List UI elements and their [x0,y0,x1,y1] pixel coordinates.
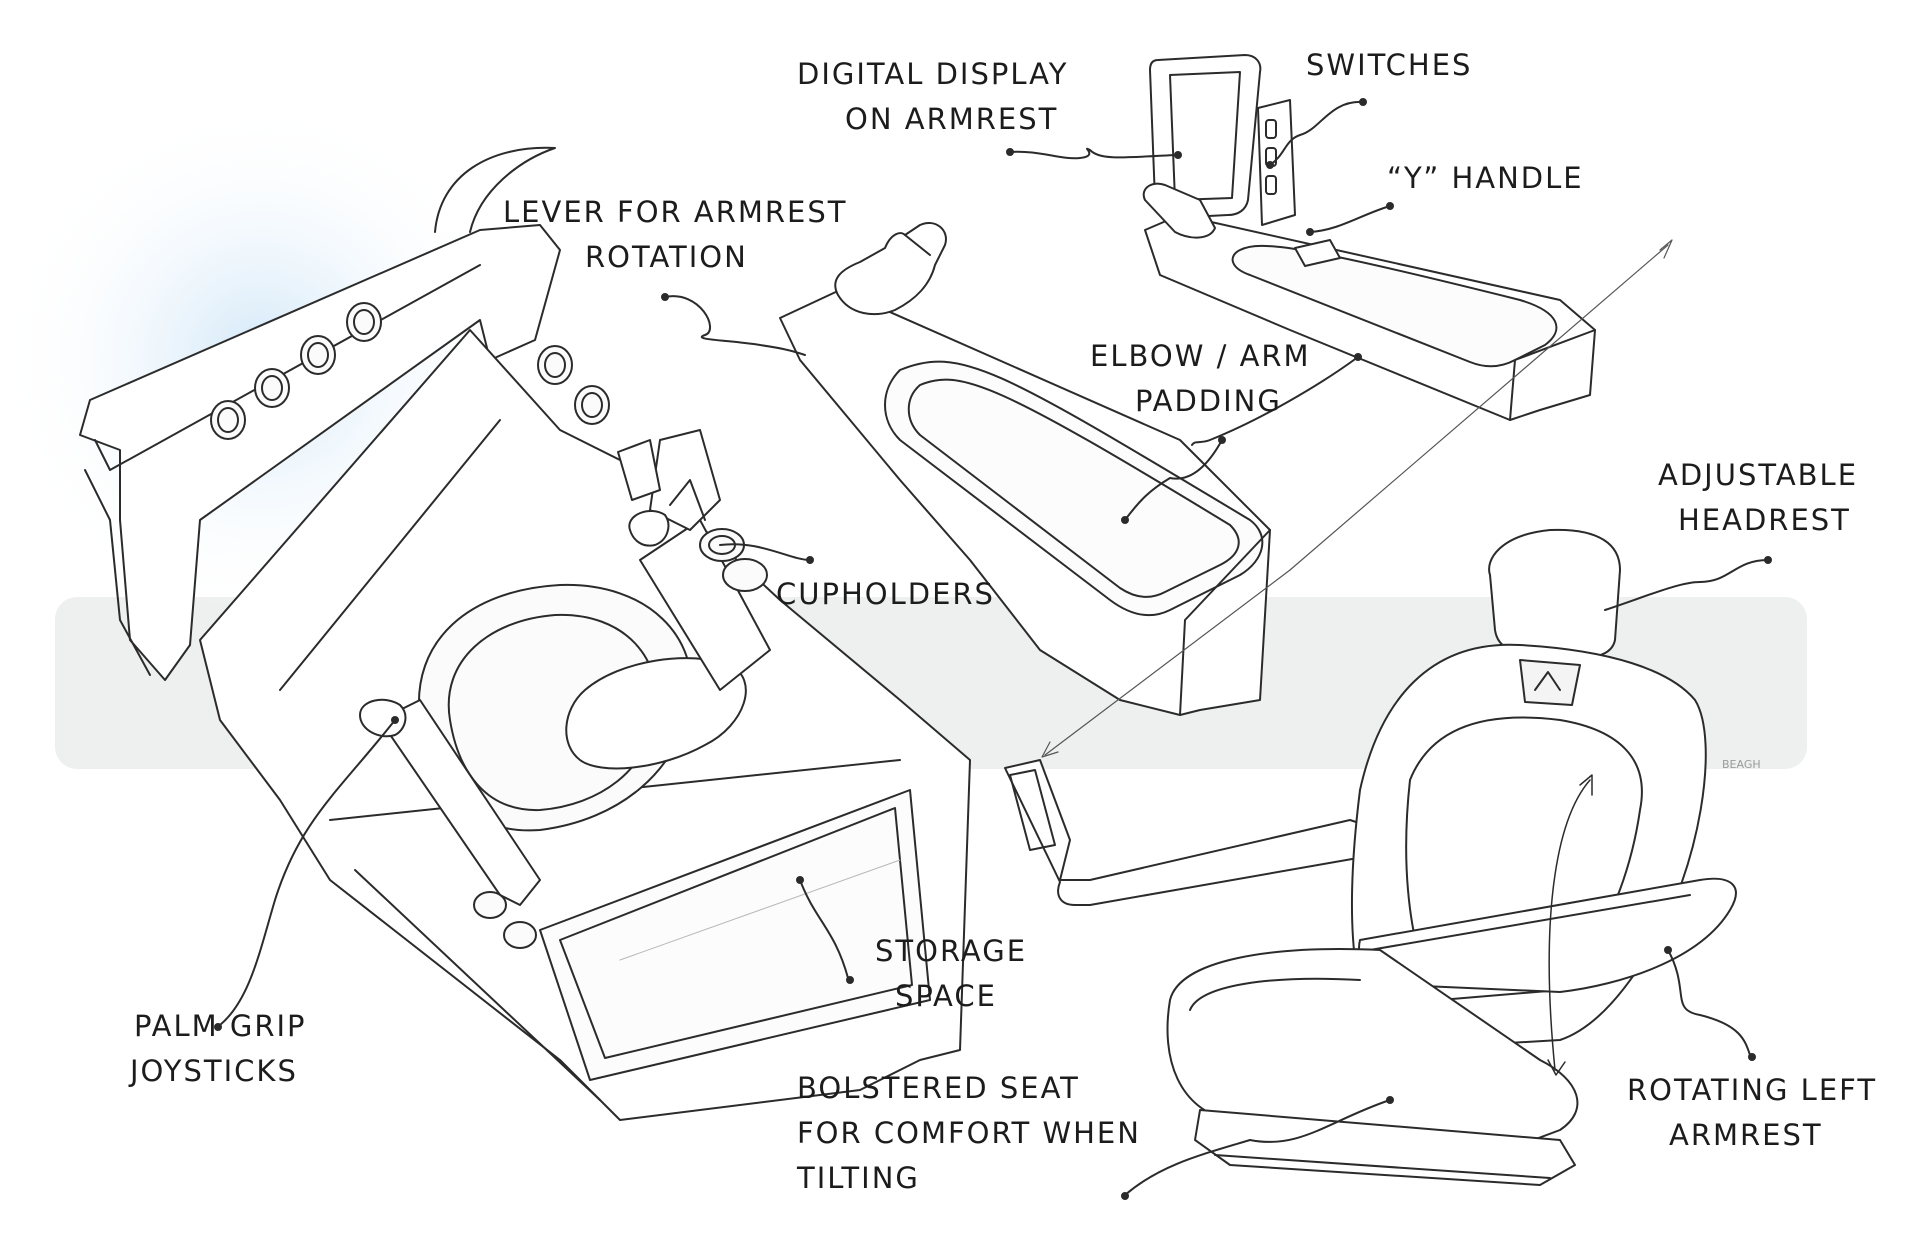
label-line: ON ARMREST [845,102,1059,136]
label-line: ROTATING LEFT [1627,1073,1878,1107]
label-digital-display: DIGITAL DISPLAY ON ARMREST [797,52,1069,142]
label-line: ARMREST [1669,1118,1823,1152]
label-cupholders: CUPHOLDERS [776,572,995,617]
label-rotating: ROTATING LEFT ARMREST [1627,1068,1877,1158]
label-line: PADDING [1135,384,1282,418]
joystick-shapes [359,510,670,738]
label-lever: LEVER FOR ARMREST ROTATION [503,190,848,280]
label-line: SPACE [895,979,997,1013]
label-line: BOLSTERED SEAT [797,1071,1080,1105]
label-line: TILTING [797,1161,920,1195]
label-line: FOR COMFORT WHEN [797,1116,1141,1150]
leader-lines [214,98,1772,1200]
cupholder-shapes [699,528,768,592]
label-line: ADJUSTABLE [1658,458,1859,492]
console-top-view [79,146,971,1121]
label-line: JOYSTICKS [130,1054,298,1088]
armrest-with-lever [779,222,1271,716]
label-line: HEADREST [1678,503,1851,537]
label-bolstered: BOLSTERED SEAT FOR COMFORT WHEN TILTING [797,1066,1141,1201]
label-line: STORAGE [875,934,1028,968]
display-armrest [1142,54,1596,421]
label-headrest: ADJUSTABLE HEADREST [1658,453,1858,543]
label-line: SWITCHES [1306,48,1473,82]
label-switches: SWITCHES [1306,43,1472,88]
seat-perspective [1004,528,1737,1186]
label-line: CUPHOLDERS [776,577,995,611]
construction-lines [1041,239,1673,758]
artist-signature: BEAGH [1722,758,1761,771]
label-line: ROTATION [585,240,748,274]
seat-top-view [379,429,771,906]
label-line: DIGITAL DISPLAY [797,57,1069,91]
label-palm-grip: PALM GRIP JOYSTICKS [130,1004,307,1094]
label-line: PALM GRIP [134,1009,307,1043]
label-storage: STORAGE SPACE [875,929,1027,1019]
label-line: “Y” HANDLE [1387,161,1584,195]
vent-row [210,302,610,440]
label-y-handle: “Y” HANDLE [1387,156,1584,201]
label-elbow: ELBOW / ARM PADDING [1090,334,1311,424]
label-line: LEVER FOR ARMREST [503,195,848,229]
label-line: ELBOW / ARM [1090,339,1311,373]
